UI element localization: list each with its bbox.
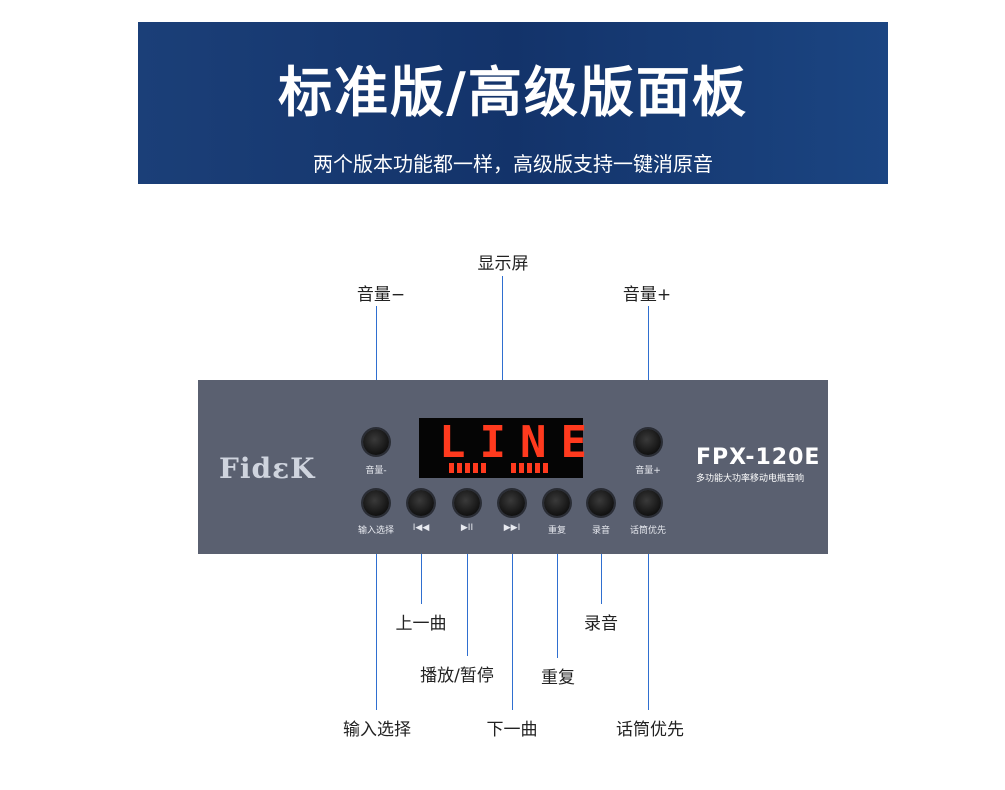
play-pause-icon: ▶II bbox=[460, 523, 474, 533]
next-track-button[interactable] bbox=[499, 490, 525, 516]
input-select-button[interactable] bbox=[363, 490, 389, 516]
callout-volume-plus: 音量+ bbox=[622, 285, 672, 305]
previous-track-button[interactable] bbox=[408, 490, 434, 516]
volume-plus-label: 音量+ bbox=[635, 466, 661, 476]
repeat-button[interactable] bbox=[544, 490, 570, 516]
display-level-bars-right bbox=[511, 463, 548, 473]
led-display: LINE bbox=[419, 418, 587, 478]
callout-previous-track: 上一曲 bbox=[395, 614, 447, 634]
leader-line-repeat bbox=[557, 512, 558, 658]
callout-mic-priority: 话筒优先 bbox=[616, 720, 684, 740]
input-select-label: 输入选择 bbox=[357, 526, 395, 536]
play-pause-button[interactable] bbox=[454, 490, 480, 516]
leader-line-play-pause bbox=[467, 512, 468, 656]
callout-record: 录音 bbox=[584, 614, 618, 634]
callout-display: 显示屏 bbox=[477, 254, 529, 274]
banner-title: 标准版/高级版面板 bbox=[278, 61, 748, 124]
leader-line-display bbox=[502, 276, 503, 418]
display-text: LINE bbox=[439, 417, 601, 468]
next-track-icon: ▶▶I bbox=[503, 523, 521, 533]
previous-track-icon: I◀◀ bbox=[412, 523, 430, 533]
model-number: FPX-120E bbox=[696, 445, 821, 470]
banner-subtitle: 两个版本功能都一样，高级版支持一键消原音 bbox=[313, 152, 713, 176]
record-label: 录音 bbox=[591, 526, 611, 536]
leader-line-previous-track bbox=[421, 512, 422, 604]
leader-line-input-select bbox=[376, 512, 377, 710]
record-button[interactable] bbox=[588, 490, 614, 516]
mic-priority-label: 话筒优先 bbox=[629, 526, 667, 536]
volume-minus-label: 音量- bbox=[365, 466, 387, 476]
repeat-label: 重复 bbox=[547, 526, 567, 536]
leader-line-record bbox=[601, 512, 602, 604]
header-banner: 标准版/高级版面板 两个版本功能都一样，高级版支持一键消原音 bbox=[138, 22, 888, 184]
leader-line-mic-priority bbox=[648, 512, 649, 710]
callout-input-select: 输入选择 bbox=[343, 720, 411, 740]
leader-line-volume-minus bbox=[376, 306, 377, 428]
brand-logo: FidɛK bbox=[219, 452, 316, 485]
callout-repeat: 重复 bbox=[541, 668, 575, 688]
mic-priority-button[interactable] bbox=[635, 490, 661, 516]
callout-play-pause: 播放/暂停 bbox=[420, 666, 494, 686]
volume-minus-button[interactable] bbox=[363, 429, 389, 455]
leader-line-next-track bbox=[512, 512, 513, 710]
callout-next-track: 下一曲 bbox=[486, 720, 538, 740]
model-subtitle: 多功能大功率移动电瓶音响 bbox=[696, 474, 805, 484]
control-panel: FidɛK FPX-120E 多功能大功率移动电瓶音响 LINE 音量- 音量+… bbox=[198, 380, 828, 554]
leader-line-volume-plus bbox=[648, 306, 649, 428]
display-level-bars-left bbox=[449, 463, 486, 473]
volume-plus-button[interactable] bbox=[635, 429, 661, 455]
callout-volume-minus: 音量− bbox=[356, 285, 406, 305]
